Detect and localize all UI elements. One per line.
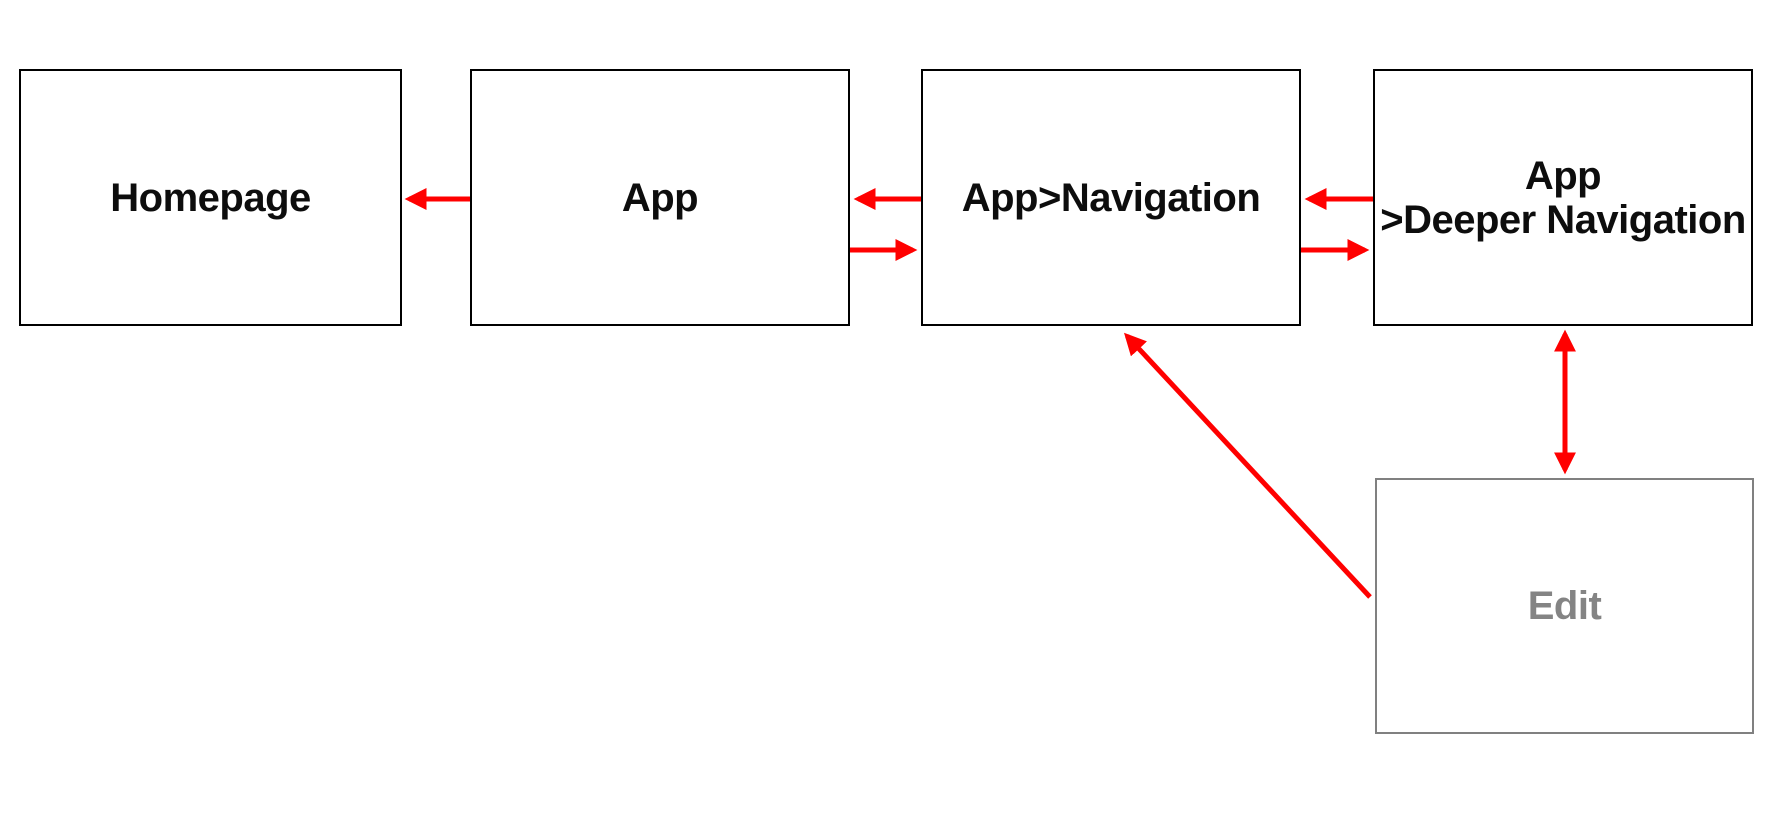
node-app: App xyxy=(470,69,850,326)
arrow-edit-to-app-navigation xyxy=(1124,332,1372,599)
node-app-deeper-navigation-label-line1: App xyxy=(1524,153,1602,198)
node-app-deeper-navigation-label-line2: >Deeper Navigation xyxy=(1380,197,1746,242)
node-app-deeper-navigation: App >Deeper Navigation xyxy=(1373,69,1753,326)
node-homepage-label: Homepage xyxy=(110,175,311,220)
node-edit: Edit xyxy=(1375,478,1754,734)
node-app-navigation-label: App>Navigation xyxy=(961,175,1261,220)
node-app-navigation: App>Navigation xyxy=(921,69,1301,326)
node-app-label: App xyxy=(621,175,699,220)
node-edit-label: Edit xyxy=(1527,584,1602,628)
node-homepage: Homepage xyxy=(19,69,402,326)
